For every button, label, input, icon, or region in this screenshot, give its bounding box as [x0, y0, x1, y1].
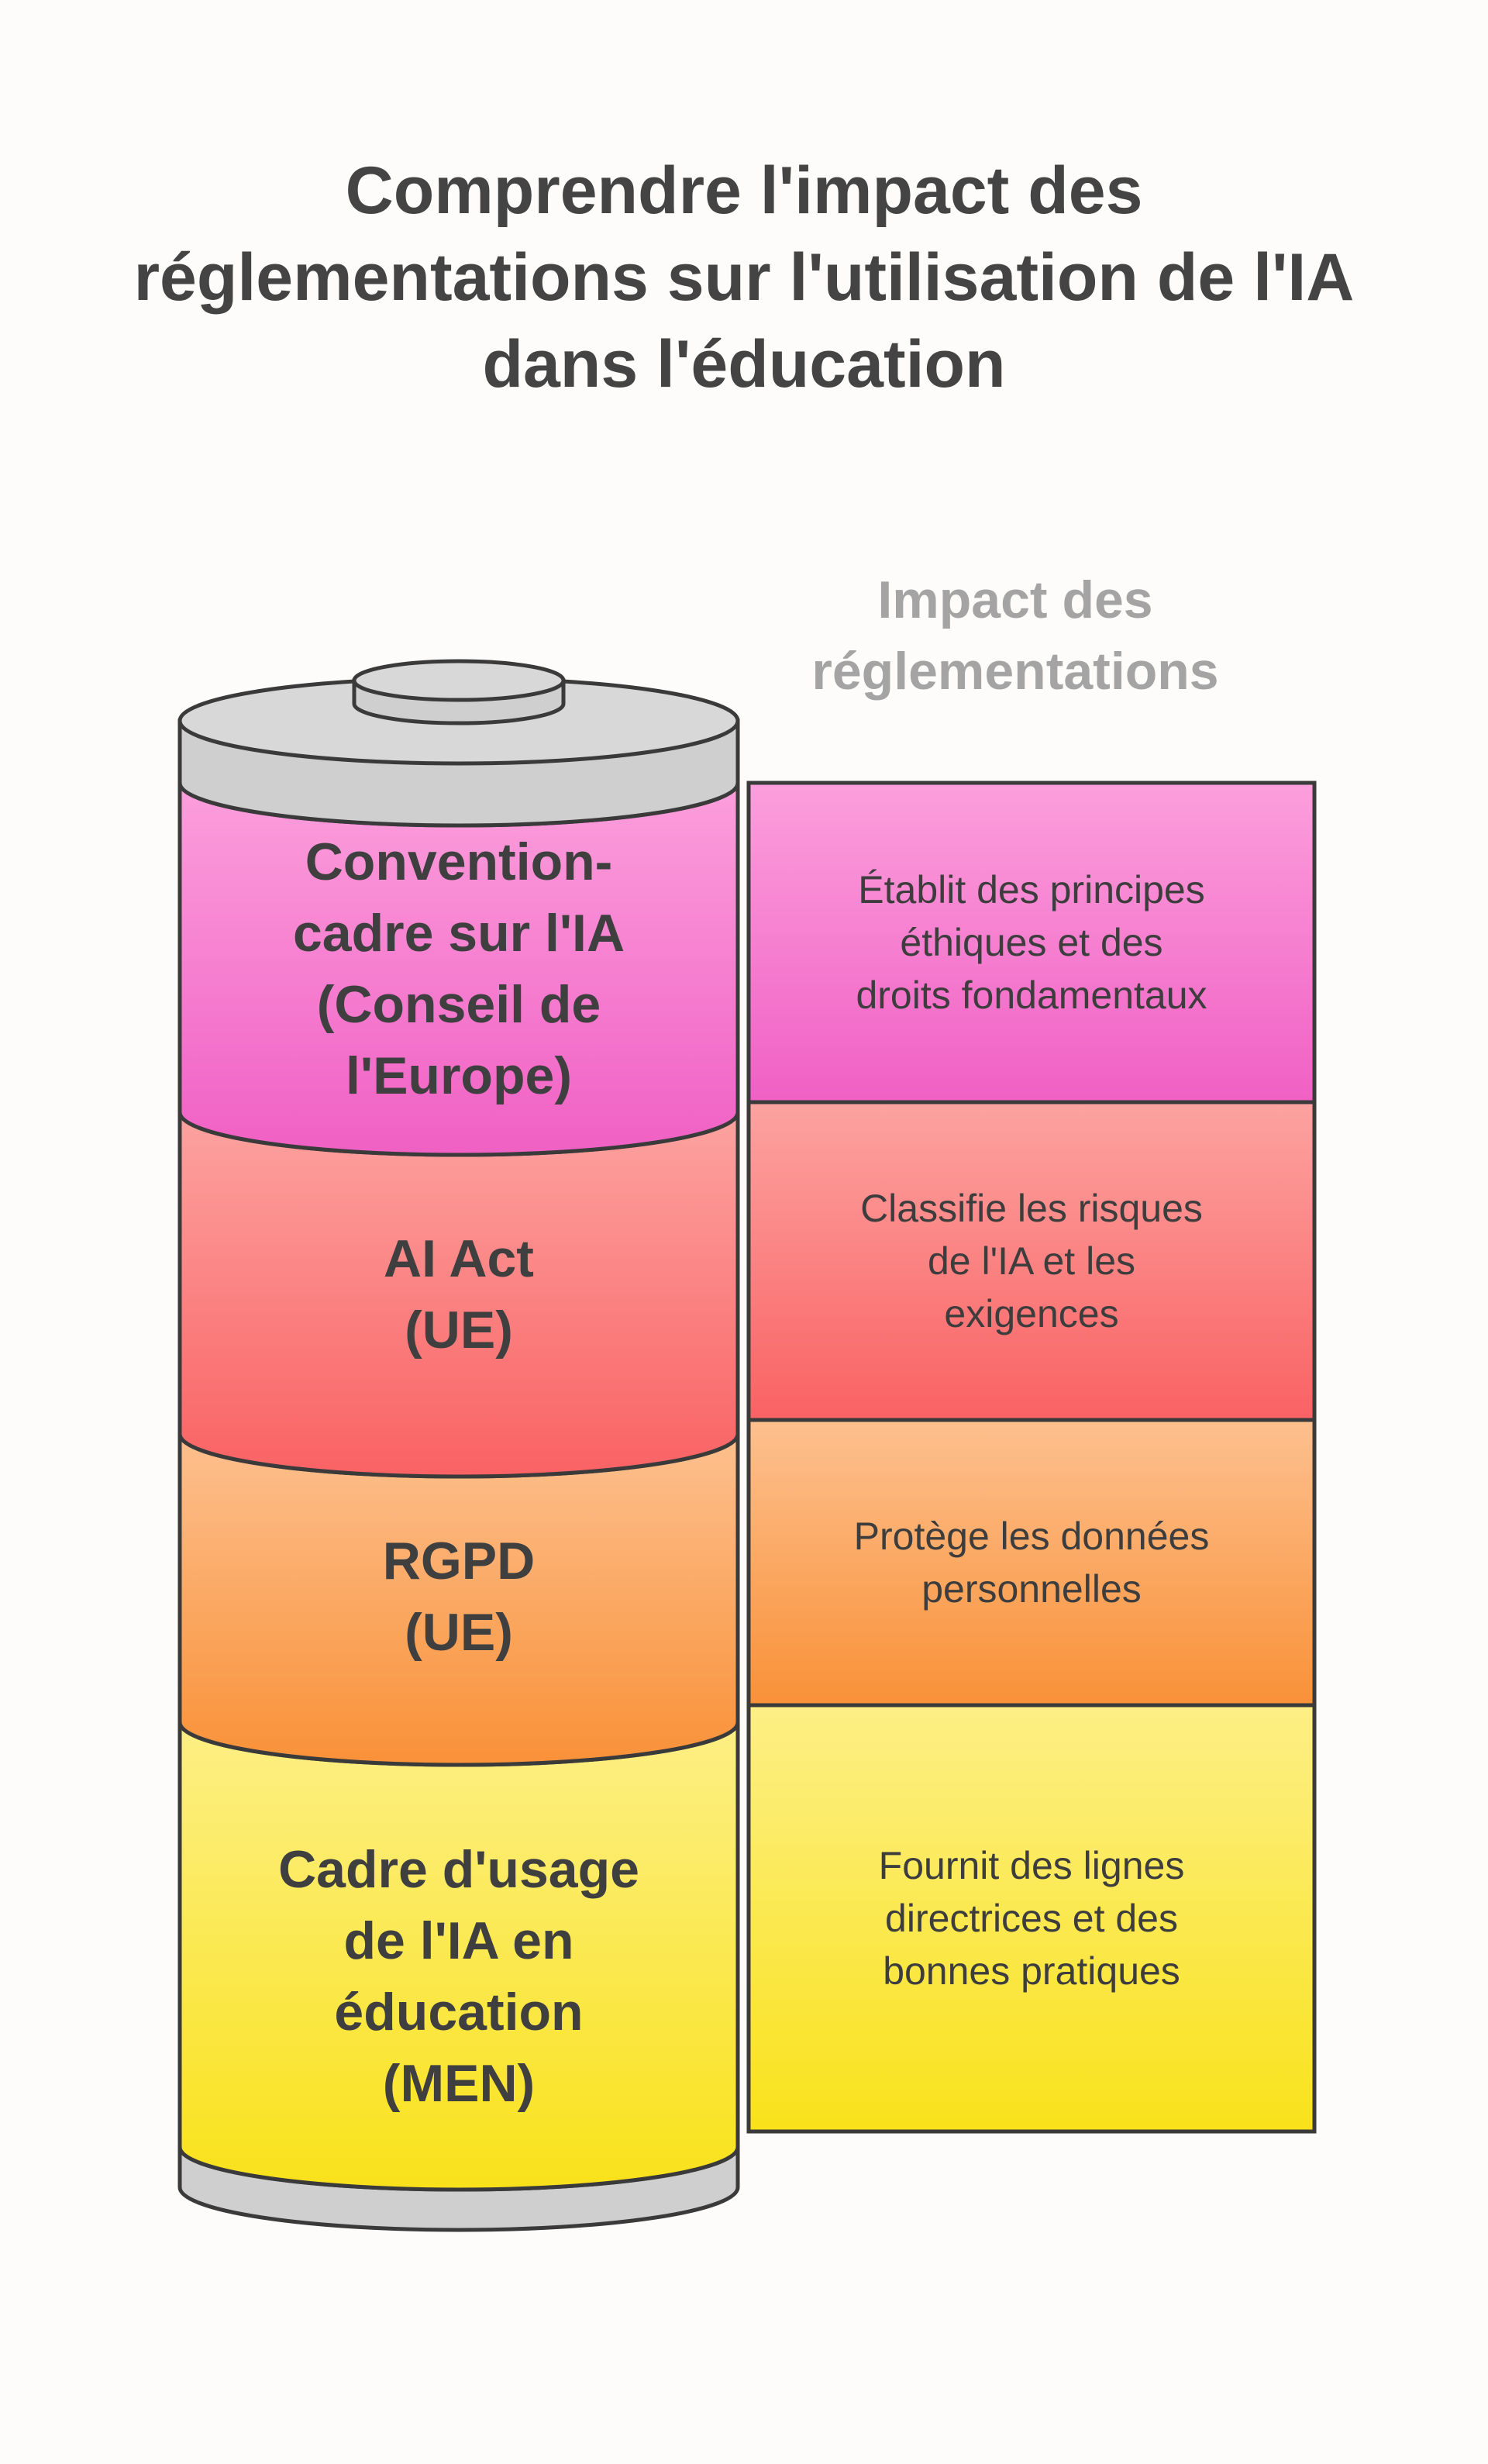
- title-line: dans l'éducation: [482, 327, 1006, 401]
- label-line: (Conseil de: [316, 975, 601, 1034]
- title-line: réglementations sur l'utilisation de l'I…: [133, 240, 1355, 315]
- description-line: directrices et des: [885, 1897, 1178, 1940]
- terminal-knob-top: [352, 659, 566, 702]
- label-line: cadre sur l'IA: [292, 904, 625, 963]
- layer-label-1: Convention- cadre sur l'IA (Conseil de l…: [180, 822, 738, 1116]
- description-line: Protège les données: [853, 1515, 1210, 1558]
- description-box-1: [746, 781, 1317, 1104]
- label-line: de l'IA en: [343, 1911, 574, 1970]
- label-line: RGPD: [382, 1532, 536, 1590]
- label-line: Cadre d'usage: [278, 1840, 639, 1899]
- label-line: (UE): [405, 1301, 513, 1360]
- layer-description-3: Protège les données personnelles: [749, 1420, 1314, 1705]
- column-header-line: Impact des: [877, 570, 1153, 629]
- layer-label-3: RGPD (UE): [180, 1465, 738, 1728]
- layer-description-4: Fournit des lignes directrices et des bo…: [749, 1705, 1314, 2131]
- label-line: (MEN): [382, 2054, 536, 2113]
- label-line: (UE): [405, 1603, 513, 1662]
- title-line: Comprendre l'impact des: [345, 153, 1143, 228]
- description-line: droits fondamentaux: [856, 974, 1207, 1017]
- description-box-3: [746, 1418, 1317, 1708]
- description-line: éthiques et des: [900, 921, 1163, 964]
- description-line: exigences: [944, 1292, 1119, 1335]
- description-line: Classifie les risques: [860, 1187, 1203, 1230]
- layer-description-1: Établit des principes éthiques et des dr…: [749, 783, 1314, 1102]
- description-line: bonnes pratiques: [883, 1949, 1180, 1993]
- description-box-2: [746, 1100, 1317, 1422]
- description-line: personnelles: [921, 1567, 1142, 1611]
- label-line: Convention-: [305, 832, 613, 891]
- description-line: de l'IA et les: [927, 1239, 1136, 1283]
- layer-description-2: Classifie les risques de l'IA et les exi…: [749, 1102, 1314, 1420]
- label-line: l'Europe): [346, 1046, 572, 1105]
- label-line: AI Act: [384, 1229, 534, 1288]
- label-line: éducation: [334, 1983, 584, 2042]
- description-box-4: [746, 1703, 1317, 2134]
- column-header: Impact des réglementations: [775, 564, 1256, 707]
- layer-label-4: Cadre d'usage de l'IA en éducation (MEN): [180, 1767, 738, 2186]
- description-line: Fournit des lignes: [878, 1844, 1185, 1887]
- diagram-title: Comprendre l'impact des réglementations …: [46, 147, 1442, 408]
- description-line: Établit des principes: [858, 868, 1205, 912]
- column-header-line: réglementations: [811, 642, 1219, 701]
- layer-label-2: AI Act (UE): [180, 1163, 738, 1426]
